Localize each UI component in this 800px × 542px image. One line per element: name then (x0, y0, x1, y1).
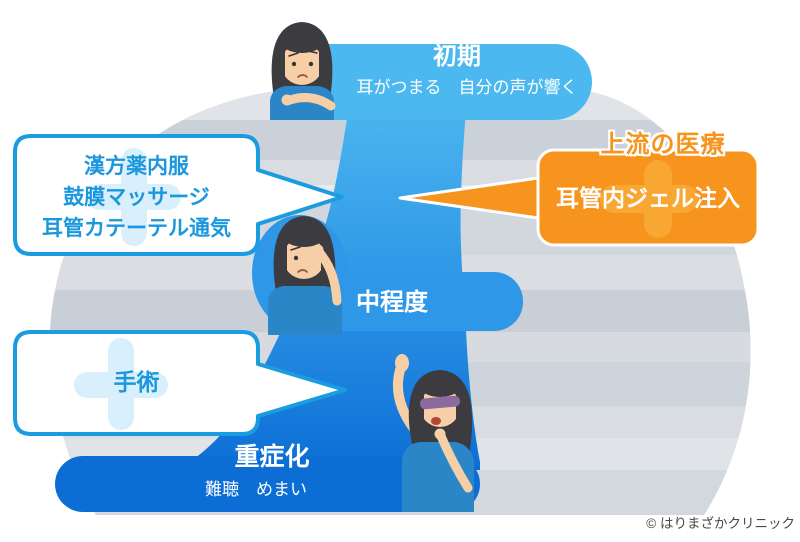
medical-cross-icon (87, 148, 181, 246)
medical-cross-icon (600, 160, 698, 238)
bubble-conventional-moderate (13, 134, 344, 256)
stage-moderate-pill (295, 272, 523, 331)
stage-severe-label: 重症化 (234, 443, 310, 471)
medical-cross-icon (74, 338, 168, 430)
treatment-line-kampo: 漢方薬内服 (84, 155, 189, 178)
treatment-line-massage: 鼓膜マッサージ (63, 186, 210, 209)
callout-clinic-treatment (398, 148, 760, 247)
patient-moderate-figure (268, 216, 342, 335)
stage-moderate-label: 中程度 (356, 289, 428, 316)
stage-initial-symptoms: 耳がつまる 自分の声が響く (356, 78, 578, 97)
patient-initial-figure (270, 22, 336, 120)
stage-initial-blob (278, 44, 592, 120)
patient-severe-figure (392, 354, 474, 512)
bubble-surgery (13, 330, 347, 436)
stage-severe-symptoms: 難聴 めまい (205, 480, 307, 499)
treatment-line-catheter: 耳管カテーテル通気 (42, 217, 231, 240)
stage-severe-blob (55, 456, 480, 512)
clinic-treatment-title: 上流の医療 (600, 131, 726, 158)
treatment-surgery-label: 手術 (113, 369, 160, 395)
clinic-treatment-label: 耳管内ジェル注入 (556, 185, 740, 211)
copyright-notice: © はりまざかクリニック (646, 516, 795, 531)
stage-initial-label: 初期 (433, 43, 481, 70)
